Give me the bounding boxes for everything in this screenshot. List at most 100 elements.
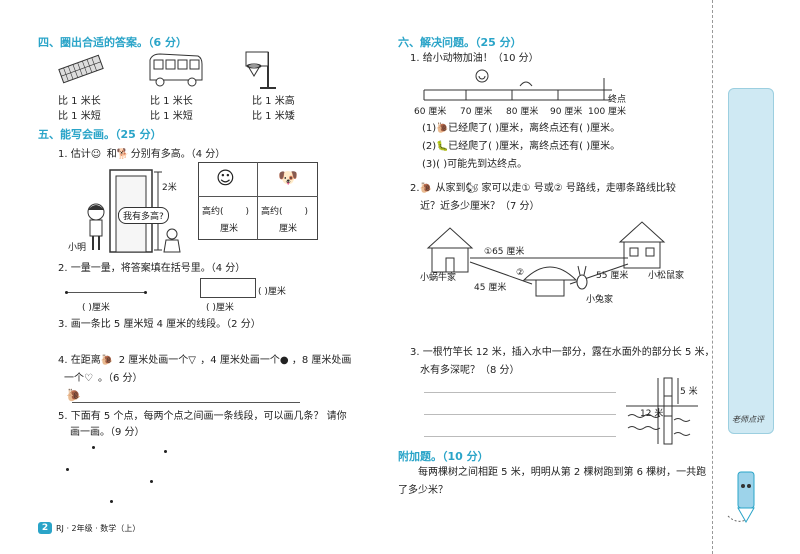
q5-2-answer1[interactable]: ( )厘米 (82, 303, 110, 313)
keyboard-icon (58, 54, 104, 84)
option-keyboard-long[interactable]: 比 1 米长 (58, 96, 101, 107)
tick-90: 90 厘米 (550, 107, 583, 117)
bamboo-water-diagram (626, 377, 698, 445)
cell-boy-unit: 厘米 (220, 224, 239, 234)
dist-45: 45 厘米 (474, 283, 507, 293)
point-e (110, 500, 113, 503)
teacher-comment-label: 老师点评 (732, 415, 764, 424)
q5-4-ray (72, 402, 300, 403)
answer-line-3 (424, 436, 616, 437)
segment-start-dot (65, 291, 68, 294)
cell-dog-unit: 厘米 (279, 224, 298, 234)
boy-head-icon: ☺ (216, 168, 235, 189)
q6-3-line1: 3. 一根竹竿长 12 米，插入水中一部分，露在水面外的部分长 5 米， (410, 347, 715, 358)
len-12m: 12 米 (640, 409, 664, 419)
option-keyboard-short[interactable]: 比 1 米短 (58, 111, 101, 122)
point-c (66, 468, 69, 471)
snail-home-label: 小蜗牛家 (420, 273, 457, 283)
q5-2-answer2b[interactable]: ( )厘米 (206, 303, 234, 313)
cell-boy-pre: 高约( (202, 207, 224, 217)
q5-4-a: 4. 在距离 (58, 355, 101, 366)
q5-4-line2: 一个♡ 。（6 分） (64, 372, 143, 386)
sec4-title: 四、圈出合适的答案。（6 分） (38, 36, 187, 49)
q6-1-a[interactable]: (1)🐌已经爬了( )厘米，离终点还有( )厘米。 (422, 122, 620, 136)
footer-text: RJ · 2年级 · 数学（上） (56, 524, 141, 533)
route1-label: ①65 厘米 (484, 247, 525, 257)
measure-rectangle (200, 278, 256, 298)
q5-4-f: 。（6 分） (98, 373, 143, 384)
q5-5-line1: 5. 下面有 5 个点，每两个点之间画一条线段，可以画几条？ 请你 (58, 411, 347, 422)
answer-line-1 (424, 392, 616, 393)
triangle-icon: ▽ (188, 355, 196, 366)
segment-end-dot (144, 291, 147, 294)
point-d (150, 480, 153, 483)
tick-60: 60 厘米 (414, 107, 447, 117)
extra-line2: 了多少米？ (398, 485, 448, 496)
q5-1-post: 分别有多高。（4 分） (130, 149, 226, 160)
q6-1-a-num: (1) (422, 123, 437, 134)
q6-3-line2: 水有多深呢？（8 分） (420, 365, 520, 376)
q6-2-a: 2. (410, 183, 420, 194)
q6-1-b[interactable]: (2)🐛已经爬了( )厘米，离终点还有( )厘米。 (422, 140, 620, 154)
measure-segment (66, 292, 146, 293)
cell-boy-post: ) (245, 207, 250, 217)
snail-start-icon: 🐌 (66, 388, 81, 402)
answer-line-2 (424, 414, 616, 415)
finish-label: 终点 (608, 95, 627, 105)
route-map (426, 221, 666, 297)
sec5-title: 五、能写会画。（25 分） (38, 128, 162, 141)
binding-line (712, 0, 713, 554)
squirrel-home-label: 小松鼠家 (648, 271, 685, 281)
cell-boy-height[interactable]: 高约() (202, 204, 249, 217)
heart-icon: ♡ (84, 373, 93, 384)
snail-icon: 🐌 (436, 123, 449, 134)
q5-4-d: ，8 厘米处画 (291, 355, 352, 366)
q6-1-c[interactable]: (3)( )可能先到达终点。 (422, 159, 528, 170)
boy-head-icon: ☺ (90, 149, 102, 160)
dog-icon: 🐕 (116, 149, 130, 160)
speech-bubble: 我有多高? (118, 207, 169, 224)
q6-1-a-text: 已经爬了( )厘米，离终点还有( )厘米。 (448, 123, 621, 134)
sec6-title: 六、解决问题。（25 分） (398, 36, 522, 49)
table-hline (198, 196, 318, 197)
option-hoop-short[interactable]: 比 1 米矮 (252, 111, 295, 122)
len-5m: 5 米 (680, 387, 698, 397)
extra-title: 附加题。（10 分） (398, 450, 489, 463)
q5-4-b: 2 厘米处画一个 (118, 355, 189, 366)
route2-label: ② (516, 268, 525, 278)
q5-1-text: 1. 估计☺ 和🐕分别有多高。（4 分） (58, 148, 225, 162)
q5-3-text: 3. 画一条比 5 厘米短 4 厘米的线段。（2 分） (58, 319, 261, 330)
tick-70: 70 厘米 (460, 107, 493, 117)
race-track (423, 69, 612, 101)
dist-55: 55 厘米 (596, 271, 629, 281)
q5-4-e: 一个 (64, 373, 84, 384)
basketball-hoop-icon (245, 51, 276, 89)
q5-4-c: ，4 厘米处画一个 (200, 355, 280, 366)
cell-dog-height[interactable]: 高约() (261, 204, 308, 217)
point-b (164, 450, 167, 453)
option-bus-long[interactable]: 比 1 米长 (150, 96, 193, 107)
q6-2-c: 家可以走① 号或② 号路线，走哪条路线比较 (481, 183, 676, 194)
option-bus-short[interactable]: 比 1 米短 (150, 111, 193, 122)
q5-1-pre: 1. 估计 (58, 149, 91, 160)
option-hoop-tall[interactable]: 比 1 米高 (252, 96, 295, 107)
q5-4-line1: 4. 在距离🐌2 厘米处画一个▽，4 厘米处画一个●，8 厘米处画 (58, 354, 351, 368)
rabbit-home-label: 小兔家 (586, 295, 614, 305)
xiaoming-label: 小明 (68, 243, 87, 253)
bug-icon: 🐛 (436, 141, 449, 152)
q6-1-b-text: 已经爬了( )厘米，离终点还有( )厘米。 (448, 141, 621, 152)
height-2m-label: 2米 (162, 183, 177, 193)
extra-line1: 每两棵树之间相距 5 米，明明从第 2 棵树跑到第 6 棵树，一共跑 (418, 467, 707, 478)
q5-2-answer2a[interactable]: ( )厘米 (258, 287, 286, 297)
q6-2-line1: 2.🐌从家到🐿家可以走① 号或② 号路线，走哪条路线比较 (410, 182, 676, 196)
point-a (92, 446, 95, 449)
snail-icon: 🐌 (419, 183, 432, 194)
tick-80: 80 厘米 (506, 107, 539, 117)
table-vline (257, 162, 258, 240)
q5-1-mid: 和 (106, 149, 117, 160)
q6-1-title: 1. 给小动物加油！（10 分） (410, 53, 539, 64)
dog-head-icon: 🐶 (278, 168, 298, 187)
squirrel-icon: 🐿 (465, 183, 479, 194)
teacher-comment-panel (728, 88, 774, 434)
q5-2-text: 2. 一量一量，将答案填在括号里。（4 分） (58, 263, 246, 274)
